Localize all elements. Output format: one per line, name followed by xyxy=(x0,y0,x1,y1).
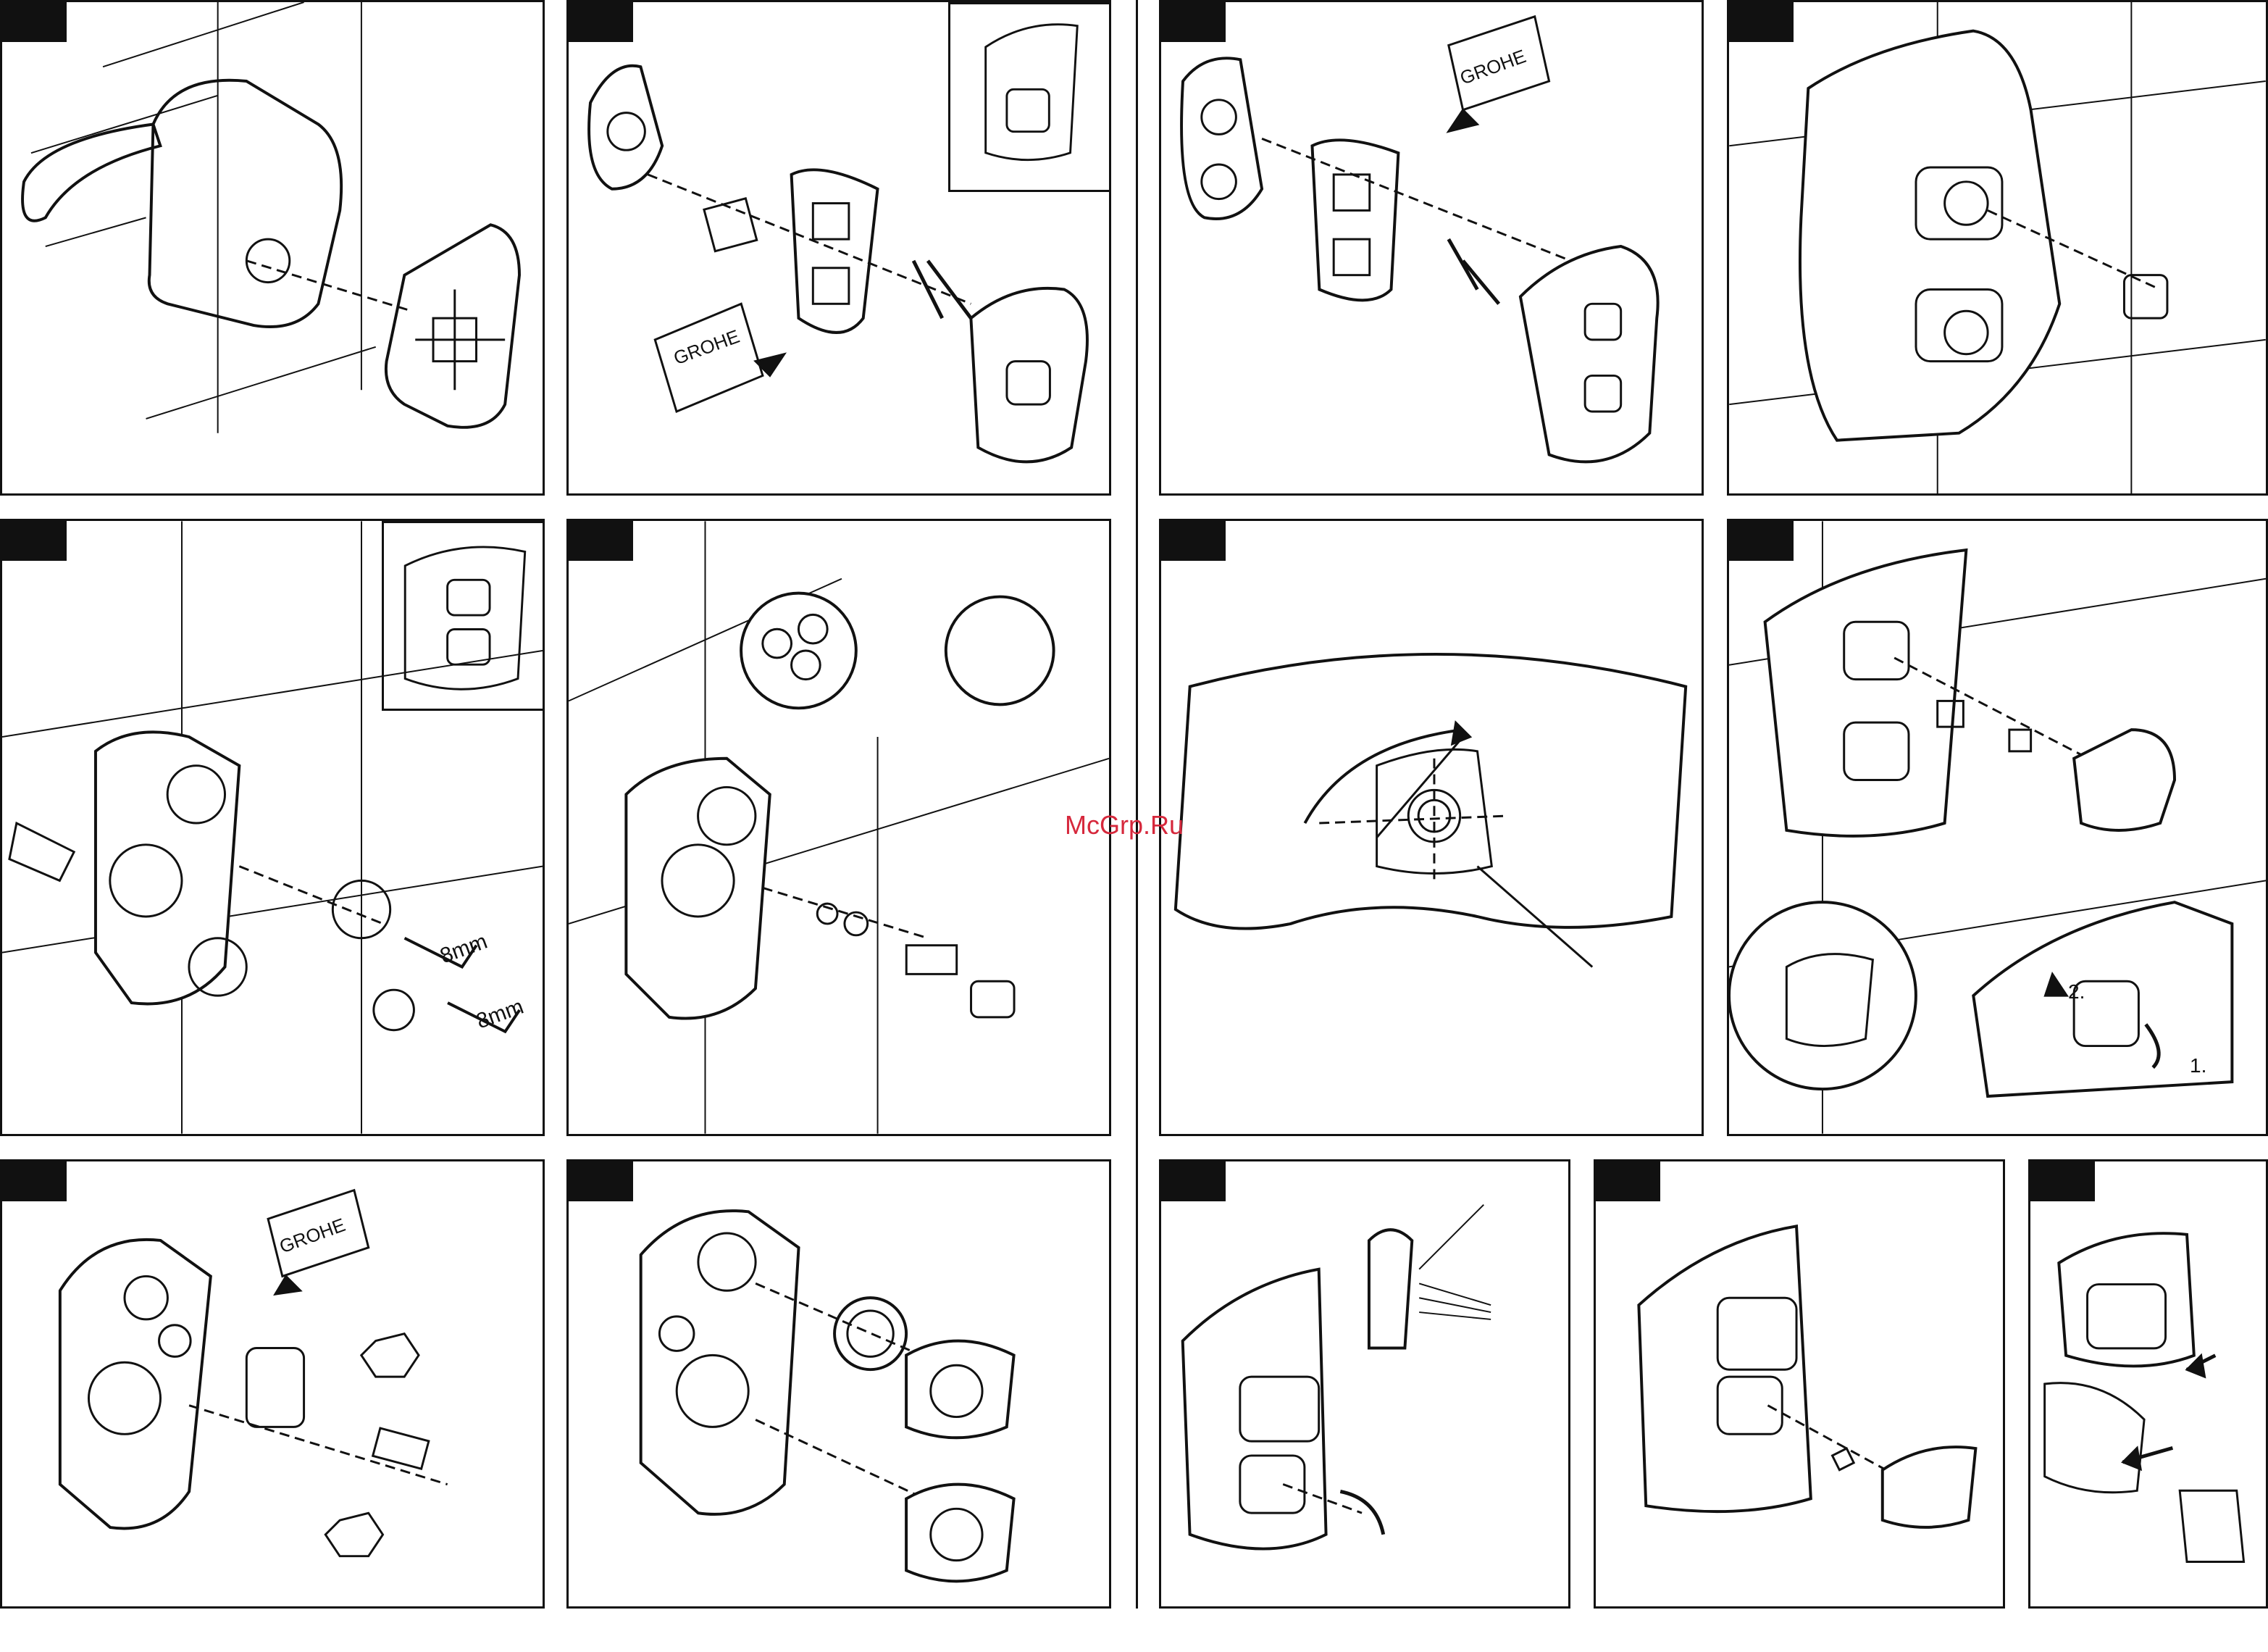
valve-body-wrench-illustration xyxy=(2,521,543,1134)
handle-insert-illustration xyxy=(2030,1161,2266,1606)
panel-3-5 xyxy=(2028,1159,2268,1609)
handle-install-illustration xyxy=(1729,521,2266,1134)
panel-2-3 xyxy=(1159,519,1704,1136)
panel-3-3 xyxy=(1159,1159,1570,1609)
watermark: McGrp.Ru xyxy=(1065,810,1184,840)
rotation-marking-illustration xyxy=(1161,521,1702,1134)
cover-plate-cartridges-illustration xyxy=(1729,2,2266,493)
cartridge-detail-illustration xyxy=(569,521,1109,1134)
panel-2-4: 2. 1. xyxy=(1727,519,2268,1136)
panel-2-2 xyxy=(566,519,1111,1136)
cleaning-stop-ring-illustration xyxy=(1161,1161,1568,1606)
panel-3-1: GROHE xyxy=(0,1159,545,1609)
step-1-label: 1. xyxy=(2190,1054,2206,1077)
panel-3-4 xyxy=(1594,1159,2005,1609)
panel-3-2 xyxy=(566,1159,1111,1609)
panel-1-4 xyxy=(1727,0,2268,496)
rough-in-body-illustration xyxy=(2,2,543,493)
panel-1-1 xyxy=(0,0,545,496)
handle-mount-illustration xyxy=(1596,1161,2003,1606)
panel-1-3: GROHE xyxy=(1159,0,1704,496)
step-2-label: 2. xyxy=(2068,980,2085,1004)
trim-plate-two-outlets-illustration: GROHE xyxy=(1161,2,1702,493)
center-divider xyxy=(1136,0,1138,1609)
escutcheon-sleeves-illustration xyxy=(569,1161,1109,1606)
trim-plate-illustration: GROHE xyxy=(569,2,1109,493)
panel-1-2: GROHE xyxy=(566,0,1111,496)
cartridge-removal-illustration: GROHE xyxy=(2,1161,543,1606)
panel-2-1: 8mm 8mm xyxy=(0,519,545,1136)
